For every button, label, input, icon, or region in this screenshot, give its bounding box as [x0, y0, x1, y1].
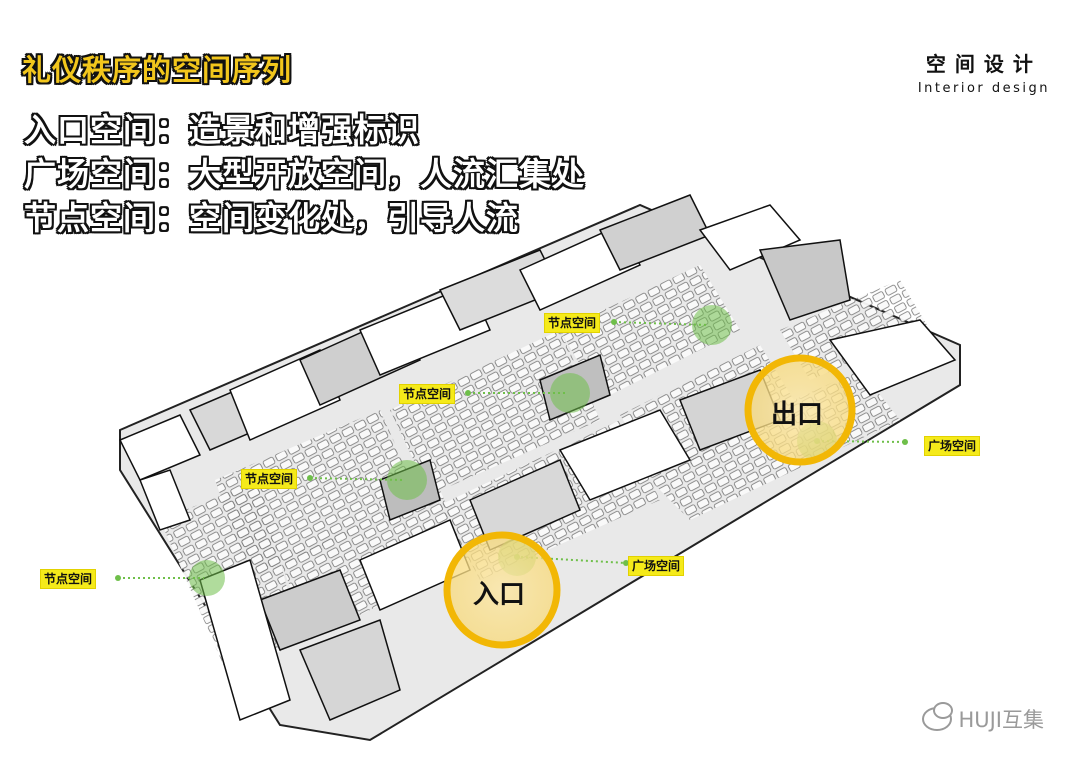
watermark-text: HUJI互集	[958, 708, 1044, 732]
description-line-entrance: 入口空间：造景和增强标识	[24, 111, 421, 149]
description-lines: 入口空间：造景和增强标识 广场空间：大型开放空间，人流汇集处 节点空间：空间变化…	[24, 108, 585, 240]
exit-label: 出口	[771, 400, 824, 430]
brand-block: 空间设计 Interior design	[918, 48, 1050, 96]
node-label-far-left: 节点空间	[40, 569, 97, 589]
brand-chinese: 空间设计	[925, 52, 1042, 76]
exit-ring	[744, 354, 856, 466]
page-title: 礼仪秩序的空间序列	[22, 53, 293, 87]
description-line-node: 节点空间：空间变化处，引导人流	[24, 199, 520, 237]
watermark: HUJI互集	[922, 702, 1044, 734]
entrance-ring	[443, 531, 561, 649]
wechat-icon	[922, 702, 954, 731]
entrance-label: 入口	[473, 580, 526, 610]
node-label-top: 节点空间	[544, 313, 601, 333]
plaza-label-exit: 广场空间	[924, 436, 981, 456]
description-line-plaza: 广场空间：大型开放空间，人流汇集处	[24, 155, 586, 193]
leader-lines	[118, 321, 906, 579]
buildings	[118, 194, 957, 722]
node-label-left: 节点空间	[241, 469, 298, 489]
brand-english: Interior design	[917, 81, 1050, 96]
plaza-label-entrance: 广场空间	[628, 556, 685, 576]
node-label-center: 节点空间	[399, 384, 456, 404]
